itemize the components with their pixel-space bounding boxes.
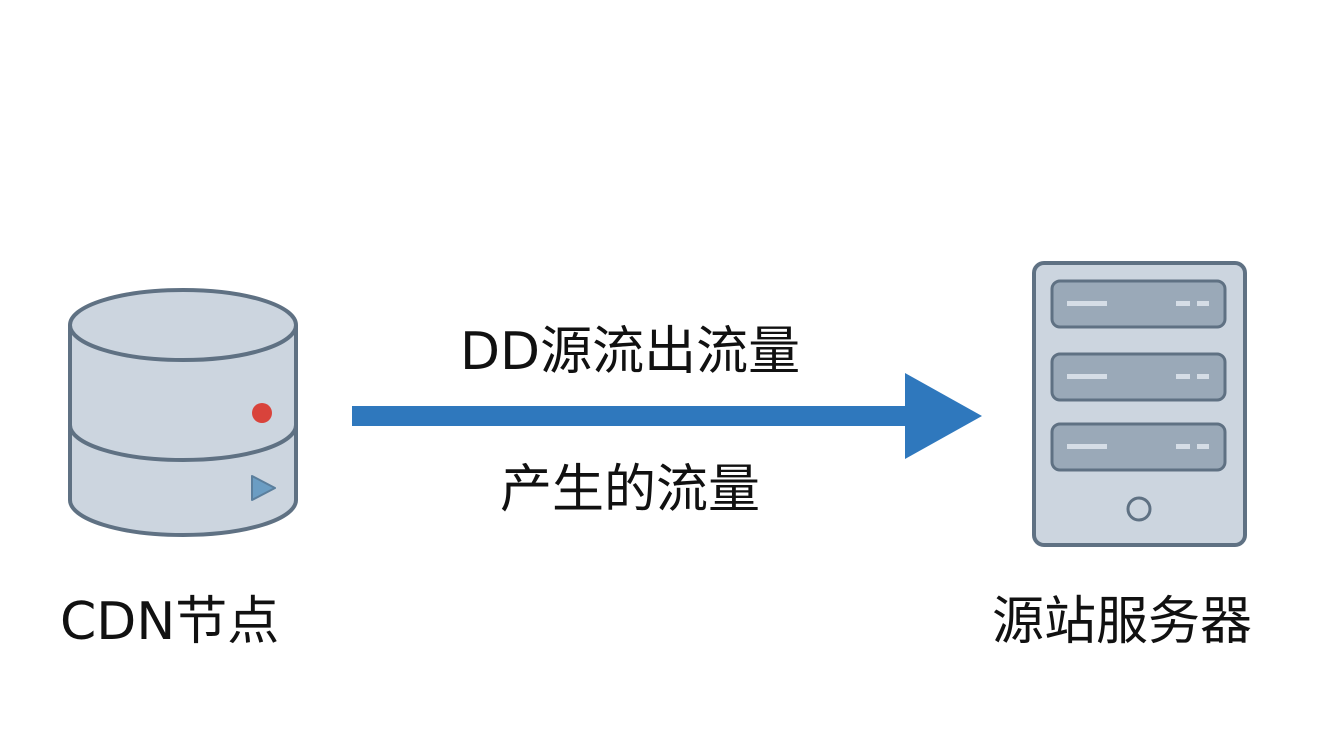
server-icon [1032,261,1247,547]
edge-label-bottom: 产生的流量 [500,460,761,520]
source-node-label: CDN节点 [60,592,280,652]
server-slot [1050,279,1227,329]
server-slot [1050,352,1227,402]
target-node-label: 源站服务器 [992,592,1253,652]
power-button-icon [1126,496,1152,522]
database-icon [68,288,298,537]
play-icon [251,475,276,501]
edge-label-top: DD源流出流量 [460,322,801,382]
status-dot-icon [252,403,272,423]
flow-arrow [352,373,982,459]
server-slot [1050,422,1227,472]
